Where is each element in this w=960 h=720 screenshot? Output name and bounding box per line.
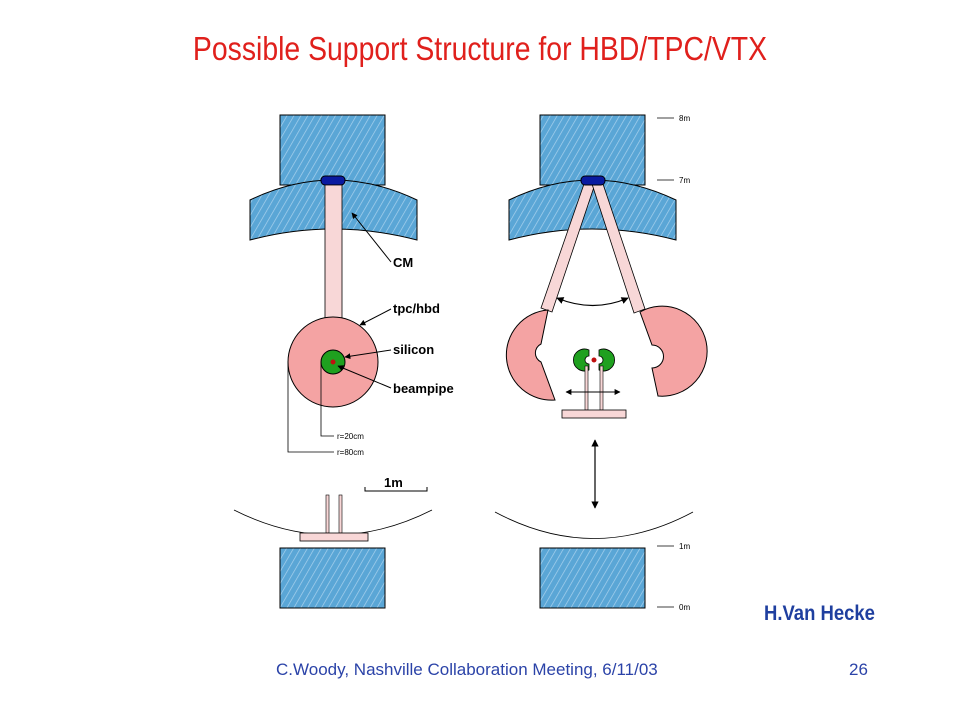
left-view: CM tpc/hbd silicon beampipe r=20cm r=80c… (233, 114, 454, 609)
right-curved-magnet (508, 179, 677, 241)
right-silicon-right-half (598, 348, 615, 372)
height-tick-8m: 8m (679, 114, 690, 123)
author-credit: H.Van Hecke (764, 602, 875, 625)
right-coupler (580, 175, 606, 186)
right-silicon-platform (561, 409, 627, 419)
left-bottom-rails (325, 494, 330, 534)
right-tpc-right-half (639, 305, 708, 397)
left-top-magnet-block (279, 114, 386, 186)
left-support-post (324, 184, 343, 321)
height-tick-1m: 1m (679, 542, 690, 551)
label-r-inner: r=20cm (337, 432, 364, 441)
left-beampipe (330, 359, 336, 365)
label-silicon: silicon (393, 342, 434, 357)
right-bottom-magnet-block (539, 547, 646, 609)
left-bottom-magnet-block (279, 547, 386, 609)
label-r-outer: r=80cm (337, 448, 364, 457)
left-coupler (320, 175, 346, 186)
label-cm: CM (393, 255, 413, 270)
label-tpc-hbd: tpc/hbd (393, 301, 440, 316)
right-beampipe (591, 357, 597, 363)
right-silicon-left-half (573, 348, 590, 372)
right-tpc-left-half (505, 309, 556, 401)
height-tick-0m: 0m (679, 603, 690, 612)
slide-footer: C.Woody, Nashville Collaboration Meeting… (276, 660, 658, 679)
slide-title: Possible Support Structure for HBD/TPC/V… (192, 30, 768, 67)
label-beampipe: beampipe (393, 381, 454, 396)
page-number: 26 (849, 660, 868, 679)
scale-bar-label: 1m (384, 475, 403, 490)
right-top-magnet-block (539, 114, 646, 186)
left-bottom-platform (299, 532, 369, 542)
right-view: 8m 7m 1m 0m (494, 114, 708, 612)
height-tick-7m: 7m (679, 176, 690, 185)
